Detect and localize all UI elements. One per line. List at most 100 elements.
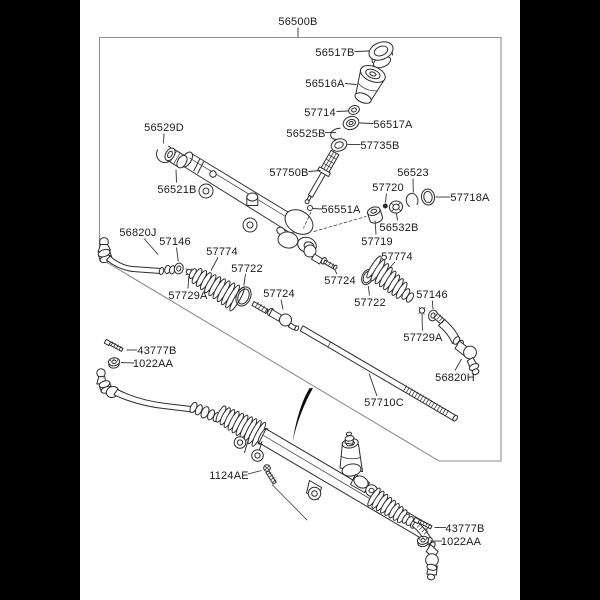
rack-bar-57710C (299, 325, 458, 422)
leader-56517A (359, 122, 374, 124)
leader-56516A (344, 83, 357, 85)
thread-tick (255, 302, 259, 307)
part-label-56523: 56523 (397, 167, 429, 179)
thread-tick (436, 405, 441, 412)
part-label-57729A-left: 57729A (168, 290, 208, 302)
leader-56820H (454, 358, 462, 371)
bushing-56521B (164, 147, 188, 169)
castle-nut-1022AA-upper (107, 357, 121, 369)
part-label-43777B-lower: 43777B (445, 523, 484, 535)
leader-57720 (384, 193, 387, 203)
thread-tick (118, 346, 122, 351)
part-label-57774-right: 57774 (381, 251, 413, 263)
part-label-56551A: 56551A (321, 204, 361, 216)
leader-57146-left (176, 247, 179, 262)
pinion-shaft-57750B (304, 149, 340, 205)
thread-tick (436, 314, 442, 320)
parts-group-box (98, 36, 502, 462)
thread-tick (411, 390, 416, 397)
thread-tick (417, 393, 421, 400)
part-label-57718A: 57718A (450, 192, 490, 204)
thread-tick (427, 523, 431, 528)
thread-tick (325, 260, 328, 265)
part-label-57735B: 57735B (360, 140, 399, 152)
thread-tick (425, 522, 428, 527)
thread-ticks (110, 260, 449, 535)
part-label-56820H: 56820H (435, 372, 475, 384)
mount-bracket-right (306, 480, 322, 501)
thread-tick (267, 471, 272, 475)
valve-assembly (339, 431, 363, 477)
leader-1022AA-upper (120, 362, 135, 364)
lock-pin-56551A (303, 205, 367, 232)
part-label-57729A-right: 57729A (403, 332, 443, 344)
thread-tick (419, 525, 424, 530)
o-ring-57718A (420, 188, 436, 206)
inner-tie-rod-57724-left (251, 301, 300, 332)
thread-tick (421, 528, 426, 533)
leader-57729A-left (187, 275, 190, 289)
mount-bracket-left (233, 434, 264, 462)
washer-57714 (348, 105, 360, 115)
leader-57750B (308, 170, 321, 172)
leader-57719 (374, 220, 377, 235)
leader-56517B (354, 50, 370, 52)
leader-56529D (163, 133, 165, 144)
retainer-ring-56523 (405, 192, 419, 207)
leader-57722-left (243, 273, 246, 286)
thread-tick (433, 403, 438, 410)
seal-washer-57735B (330, 138, 348, 152)
part-label-56820J: 56820J (119, 227, 156, 239)
yoke-plug-parts (366, 188, 436, 224)
leader-57710C (368, 373, 378, 397)
leader-56532B (396, 213, 398, 221)
part-label-56517B: 56517B (315, 47, 354, 59)
thread-tick (408, 388, 413, 395)
thread-tick (116, 344, 119, 349)
leader-57722-right (367, 285, 370, 296)
bearing-56517A (342, 115, 360, 131)
part-label-57714: 57714 (304, 107, 336, 119)
thread-tick (423, 530, 429, 535)
part-label-57146-left: 57146 (159, 236, 191, 248)
thread-tick (258, 304, 262, 309)
leader-57774-right (388, 261, 396, 270)
paper-background (80, 0, 520, 600)
thread-tick (331, 263, 334, 269)
thread-tick (264, 308, 268, 313)
leader-lines (120, 27, 462, 542)
part-labels: 56500B56517B56516A5771456517A56525B57735… (119, 16, 490, 548)
ball-57720 (382, 203, 388, 209)
bellows-assembled-right (367, 487, 408, 524)
part-label-56521B: 56521B (157, 184, 196, 196)
part-label-57750B: 57750B (269, 167, 308, 179)
thread-tick (425, 398, 430, 405)
thread-tick (416, 523, 422, 528)
thread-tick (422, 520, 425, 526)
thread-tick (403, 385, 407, 392)
boot-clamp-57722-left (235, 286, 252, 307)
thread-tick (431, 401, 435, 408)
thread-tick (414, 391, 419, 398)
leader-57774-left (210, 257, 219, 271)
part-label-56525B: 56525B (286, 128, 325, 140)
thread-tick (441, 318, 446, 324)
thread-tick (445, 409, 449, 417)
leader-56820J (143, 238, 159, 255)
lock-nut-57146-left (173, 262, 184, 275)
tie-rod-end-56820J (97, 237, 176, 276)
bellows-assembled-left (215, 405, 267, 447)
thread-tick (261, 306, 265, 311)
boot-collar-right (401, 288, 415, 303)
leader-57146-right (431, 300, 434, 310)
castle-nut-1022AA-lower (416, 535, 430, 548)
thread-tick (422, 396, 427, 403)
thread-tick (272, 479, 277, 483)
part-label-57722-right: 57722 (354, 297, 386, 309)
leader-57714 (336, 110, 349, 112)
thread-tick (269, 474, 274, 478)
part-label-57724-right: 57724 (324, 275, 356, 287)
thread-tick (439, 316, 444, 322)
part-label-57146-right: 57146 (416, 289, 448, 301)
